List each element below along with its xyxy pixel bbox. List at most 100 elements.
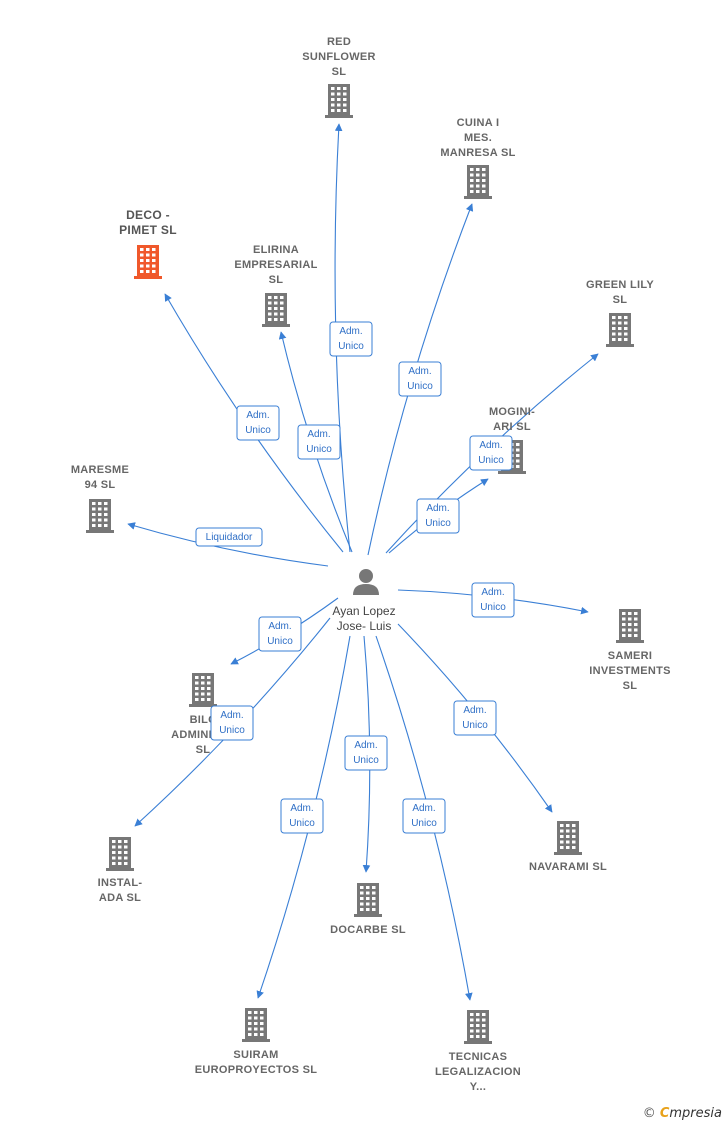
role-badge[interactable]: Adm.Unico — [236, 405, 280, 441]
role-badge-text: Unico — [306, 444, 332, 455]
company-label-line: MES. — [464, 132, 492, 144]
company-label-line: CUINA I — [457, 117, 500, 129]
role-badge[interactable]: Adm. Unico — [258, 616, 302, 652]
company-label-line: SUIRAM — [233, 1049, 278, 1061]
company-node-install-ada[interactable]: INSTAL- ADA SL — [98, 837, 143, 904]
company-label-line: TECNICAS — [449, 1051, 508, 1063]
company-label-line: SL — [332, 66, 347, 78]
role-badge-text: Adm. — [220, 710, 243, 721]
company-node-red-sunflower[interactable]: RED SUNFLOWER SL — [302, 36, 376, 118]
role-badge-text: Adm. — [408, 366, 431, 377]
company-label-line: SAMERI — [608, 650, 653, 662]
company-label-line: MOGINI- — [489, 406, 535, 418]
company-label-line: BILC — [190, 714, 217, 726]
role-badge-text: Adm. — [354, 740, 377, 751]
company-label-line: SUNFLOWER — [302, 51, 376, 63]
building-icon — [325, 84, 353, 118]
role-badge[interactable]: Adm. Unico — [210, 705, 254, 741]
role-badge-text: Adm. — [463, 705, 486, 716]
company-node-elirina-empresarial[interactable]: ELIRINA EMPRESARIAL SL — [234, 244, 317, 327]
company-node-green-lily[interactable]: GREEN LILY SL — [586, 279, 654, 347]
company-label-line: PIMET SL — [119, 223, 177, 237]
company-label-line: ADA SL — [99, 892, 141, 904]
brand-logo: Cmpresia — [660, 1106, 722, 1121]
role-badge-text: Unico — [289, 818, 315, 829]
building-icon — [554, 821, 582, 855]
role-badge-text: Adm. — [426, 503, 449, 514]
company-node-navarami[interactable]: NAVARAMI SL — [529, 821, 607, 873]
company-label-line: ELIRINA — [253, 244, 299, 256]
relationship-edge — [127, 522, 329, 567]
center-person[interactable]: Ayan Lopez Jose- Luis — [332, 569, 396, 633]
company-label-line: EMPRESARIAL — [234, 259, 317, 271]
company-label-line: EUROPROYECTOS SL — [195, 1064, 318, 1076]
company-label-line: Y... — [470, 1081, 487, 1093]
company-label-line: GREEN LILY — [586, 279, 654, 291]
role-badge-text: Adm. — [246, 410, 269, 421]
copyright-icon: © — [642, 1106, 656, 1121]
role-badge-text: Unico — [480, 602, 506, 613]
company-label-line: INSTAL- — [98, 877, 143, 889]
company-node-suiram-europroyectos[interactable]: SUIRAM EUROPROYECTOS SL — [195, 1008, 318, 1076]
company-label-line: MARESME — [71, 464, 129, 476]
company-label-line: ARI SL — [493, 421, 531, 433]
building-icon — [242, 1008, 270, 1042]
building-icon — [106, 837, 134, 871]
role-badge[interactable]: Adm. Unico — [402, 798, 446, 834]
company-label-line: DECO - — [126, 208, 170, 222]
role-badge-text: Unico — [478, 455, 504, 466]
role-badge-text: Adm. — [479, 440, 502, 451]
role-badge-text: Unico — [411, 818, 437, 829]
person-icon — [353, 569, 379, 595]
company-label-line: MANRESA SL — [440, 147, 515, 159]
role-badge-text: Adm. — [290, 803, 313, 814]
role-badge-text: Adm. — [412, 803, 435, 814]
role-badge-text: Unico — [267, 636, 293, 647]
person-name-line-2: Jose- Luis — [337, 619, 392, 633]
person-name-line-1: Ayan Lopez — [332, 604, 395, 618]
company-label-line: INVESTMENTS — [589, 665, 671, 677]
company-node-tecnicas-legalizacion[interactable]: TECNICASLEGALIZACIONY... — [435, 1010, 521, 1093]
role-badge-text: Unico — [353, 755, 379, 766]
building-icon — [189, 673, 217, 707]
role-badge-text: Unico — [425, 518, 451, 529]
brand-name: mpresia — [669, 1106, 722, 1121]
role-badge-text: Unico — [462, 720, 488, 731]
role-badge[interactable]: Adm. Unico — [280, 798, 324, 834]
company-label-line: NAVARAMI SL — [529, 861, 607, 873]
company-node-cuina-mes-manresa[interactable]: CUINA I MES. MANRESA SL — [440, 117, 515, 199]
role-badge-text: Adm. — [307, 429, 330, 440]
role-badge[interactable]: Adm. Unico — [469, 435, 513, 471]
brand-initial: C — [659, 1106, 670, 1121]
role-badge-text: Adm. — [339, 326, 362, 337]
role-badge[interactable]: Adm. Unico — [471, 582, 515, 618]
company-node-deco-pimet[interactable]: DECO -PIMET SL — [119, 208, 177, 279]
role-badge[interactable]: Adm.Unico — [398, 361, 442, 397]
building-icon — [464, 1010, 492, 1044]
company-node-maresme-94[interactable]: MARESME 94 SL — [71, 464, 129, 533]
company-label-line: SL — [196, 744, 211, 756]
role-badge[interactable]: Liquidador — [195, 527, 263, 547]
role-badge-text: Adm. — [268, 621, 291, 632]
company-label-line: SL — [613, 294, 628, 306]
building-icon — [86, 499, 114, 533]
role-badge[interactable]: Adm. Unico — [453, 700, 497, 736]
company-label-line: SL — [269, 274, 284, 286]
role-badge-text: Unico — [219, 725, 245, 736]
role-badge[interactable]: Adm. Unico — [297, 424, 341, 460]
role-badge[interactable]: Adm. Unico — [344, 735, 388, 771]
footer-brand: © Cmpresia — [643, 1106, 722, 1121]
building-icon — [354, 883, 382, 917]
role-badge-text: Adm. — [481, 587, 504, 598]
company-label-line: RED — [327, 36, 351, 48]
company-label-line: 94 SL — [85, 479, 116, 491]
role-badge[interactable]: Adm.Unico — [329, 321, 373, 357]
building-icon — [616, 609, 644, 643]
company-node-docarbe[interactable]: DOCARBE SL — [330, 883, 406, 936]
building-icon — [464, 165, 492, 199]
role-badge[interactable]: Adm. Unico — [416, 498, 460, 534]
building-icon — [134, 245, 162, 279]
company-label-line: DOCARBE SL — [330, 924, 406, 936]
